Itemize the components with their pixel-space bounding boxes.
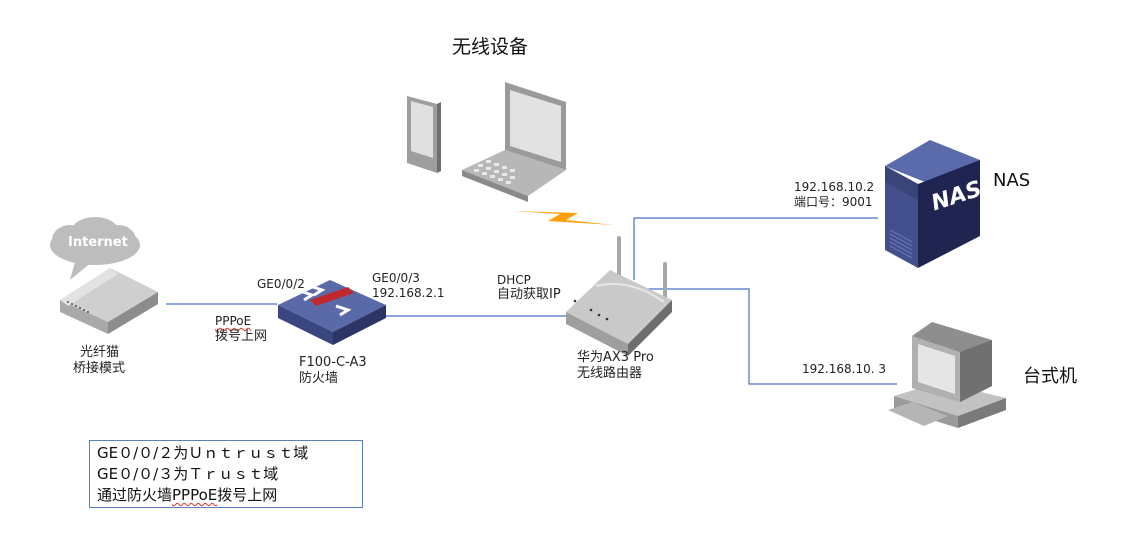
link-pppoe-text: PPPoE <box>215 314 252 328</box>
note-line3-highlight: PPPoE <box>172 486 218 504</box>
nas-ip: 192.168.10.2 <box>794 180 875 194</box>
wireless-router-icon <box>566 236 672 356</box>
fiber-modem-icon <box>60 268 158 334</box>
firewall-model-label: F100-C-A3 <box>299 355 367 370</box>
internet-cloud-label: Internet <box>68 235 128 250</box>
desktop-label: 台式机 <box>1023 366 1077 387</box>
router-wan-mode: DHCP <box>497 273 531 287</box>
wireless-group-title: 无线设备 <box>452 36 529 58</box>
note-line3-suffix: 拨号上网 <box>217 486 278 504</box>
modem-label-line2: 桥接模式 <box>73 361 126 376</box>
router-type-label: 无线路由器 <box>577 366 643 381</box>
nas-port-label: 端口号： <box>794 195 843 209</box>
modem-label-line1: 光纤猫 <box>80 345 120 360</box>
tablet-icon <box>407 96 441 173</box>
wireless-signal-icon <box>513 211 614 225</box>
link-dialup-label: 拨号上网 <box>215 329 268 344</box>
note-line-untrust: GE０/０/２为Ｕｎｔｒｕｓｔ域 <box>97 444 309 462</box>
router-wan-mode-desc: 自动获取IP <box>497 287 561 302</box>
desktop-ip: 192.168.10. 3 <box>802 362 886 376</box>
note-line3-prefix: 通过防火墙 <box>97 486 173 504</box>
nas-port-value: 9001 <box>842 195 873 209</box>
note-line-pppoe: 通过防火墙PPPoE拨号上网 <box>97 485 362 506</box>
nas-server-icon <box>885 140 980 268</box>
router-model-label: 华为AX3 Pro <box>577 350 654 365</box>
link-pppoe-label: PPPoE <box>215 314 251 328</box>
link-router-nas <box>633 217 878 280</box>
firewall-port-lan-ip: 192.168.2.1 <box>372 286 445 300</box>
nas-label: NAS <box>993 170 1031 191</box>
firewall-icon <box>278 280 386 345</box>
firewall-port-wan: GE0/0/2 <box>257 277 305 291</box>
desktop-computer-icon <box>888 322 1006 428</box>
note-line-trust: GE０/０/３为Ｔｒｕｓｔ域 <box>97 465 279 483</box>
nas-port: 端口号：9001 <box>794 195 873 209</box>
laptop-icon <box>462 82 566 202</box>
zone-note-box: GE０/０/２为Ｕｎｔｒｕｓｔ域 GE０/０/３为Ｔｒｕｓｔ域 通过防火墙PPP… <box>89 440 363 508</box>
firewall-type-label: 防火墙 <box>299 371 339 386</box>
link-router-desktop <box>644 288 897 385</box>
firewall-port-lan: GE0/0/3 <box>372 271 420 285</box>
internet-cloud-icon <box>50 217 140 280</box>
